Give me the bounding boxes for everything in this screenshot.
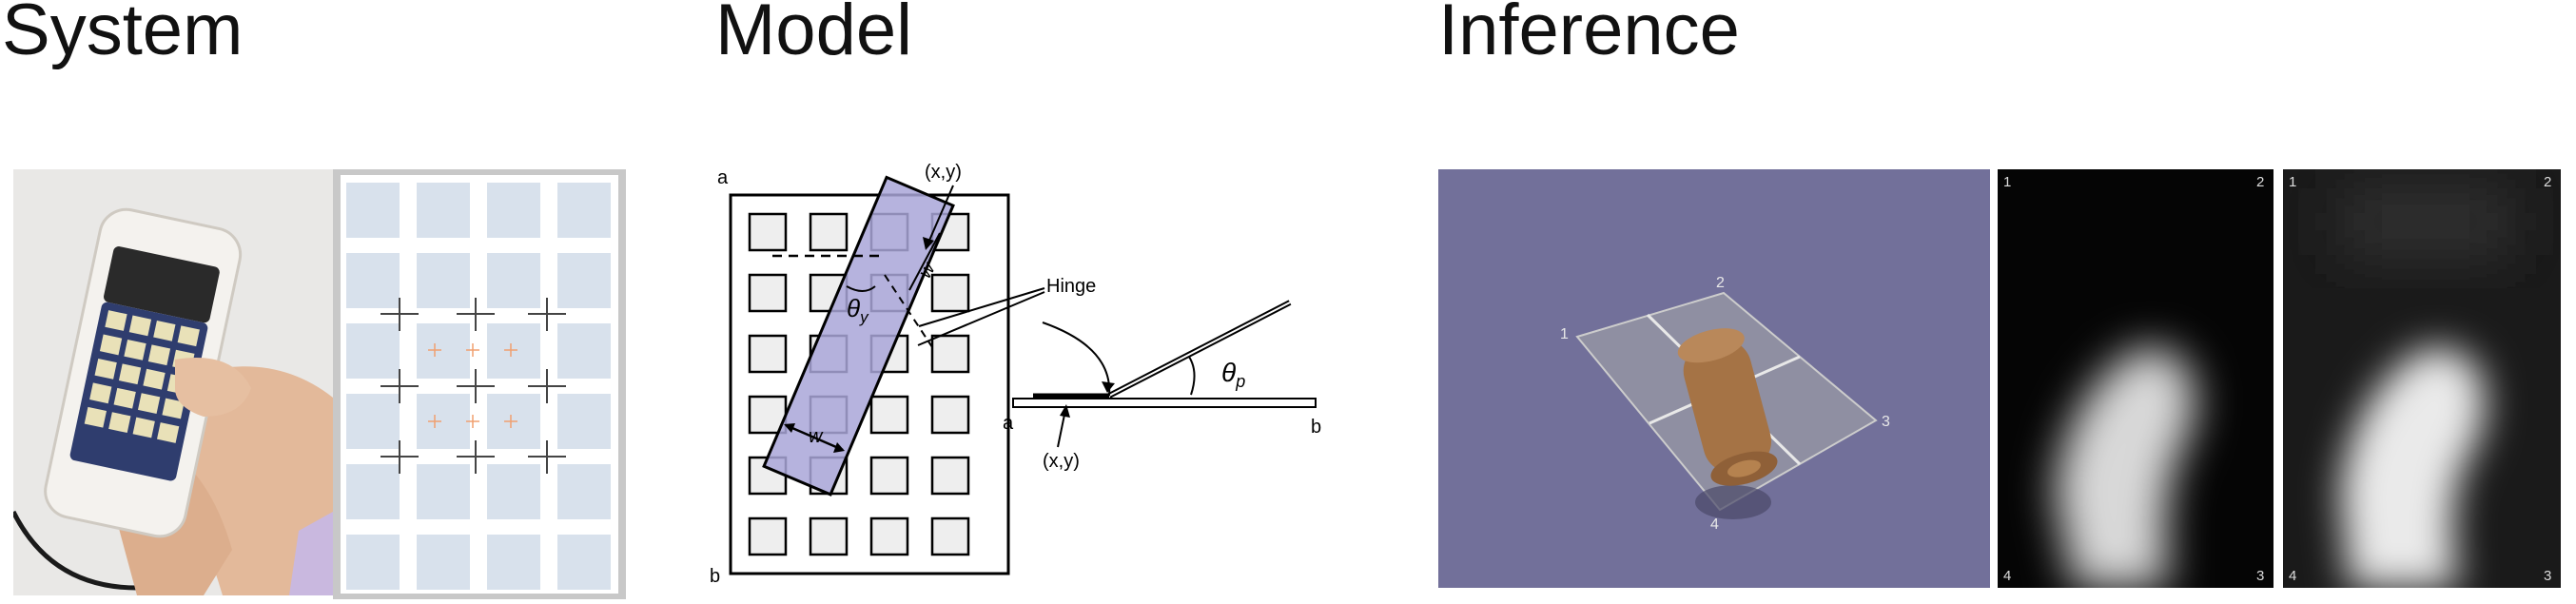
- xy-label: (x,y): [925, 162, 962, 183]
- inference-rendering: 1 2 3 4: [1438, 169, 1990, 588]
- heatmap1-corner-1: 1: [2003, 174, 2011, 190]
- heatmap1-corner-4: 4: [2003, 568, 2011, 584]
- pad-label-a: a: [717, 167, 729, 188]
- heading-inference: Inference: [1438, 0, 1740, 70]
- crosshair-markers: [381, 298, 566, 474]
- heading-model: Model: [715, 0, 912, 70]
- model-diagram: a b (x,y) Hinge θy w w: [704, 157, 1332, 594]
- electrode-grid-view: [333, 169, 626, 599]
- heatmap-observed: 1 2 3 4: [1998, 169, 2274, 588]
- orange-markers: [428, 343, 517, 428]
- render-corner-4: 4: [1710, 516, 1719, 533]
- electrode-grid-illustration: [341, 175, 618, 594]
- heatmap2-corner-4: 4: [2289, 568, 2296, 584]
- inference-heatmap-predicted: 1 2 3 4: [2283, 169, 2561, 588]
- side-label-xy: (x,y): [1043, 451, 1080, 472]
- theta-p-label: θp: [1221, 358, 1245, 391]
- system-photo: [13, 169, 333, 595]
- heatmap2-corner-2: 2: [2544, 174, 2551, 190]
- w-label-bottom: w: [809, 426, 824, 447]
- finger-strip: [762, 175, 955, 497]
- heatmap-predicted: 1 2 3 4: [2283, 169, 2561, 588]
- 3d-rendering-illustration: 1 2 3 4: [1560, 275, 1890, 533]
- model-diagram-svg: a b (x,y) Hinge θy w w: [710, 162, 1321, 587]
- render-corner-2: 2: [1716, 275, 1725, 291]
- theta-y-label: θy: [847, 294, 869, 326]
- render-corner-3: 3: [1882, 414, 1890, 430]
- pad-label-b: b: [710, 566, 720, 587]
- electrode-cells: [346, 183, 611, 590]
- heatmap1-corner-3: 3: [2256, 568, 2264, 584]
- inference-heatmap-observed: 1 2 3 4: [1998, 169, 2274, 588]
- heatmap2-corner-1: 1: [2289, 174, 2296, 190]
- heatmap2-corner-3: 3: [2544, 568, 2551, 584]
- hinge-label: Hinge: [1046, 276, 1096, 297]
- finger-model: [1677, 328, 1778, 486]
- device-in-hand-illustration: [13, 169, 333, 595]
- side-label-b: b: [1311, 417, 1321, 438]
- heatmap1-corner-2: 2: [2256, 174, 2264, 190]
- side-label-a: a: [1003, 413, 1014, 434]
- side-pad: [1012, 398, 1317, 408]
- render-corner-1: 1: [1560, 326, 1569, 342]
- heading-system: System: [2, 0, 244, 70]
